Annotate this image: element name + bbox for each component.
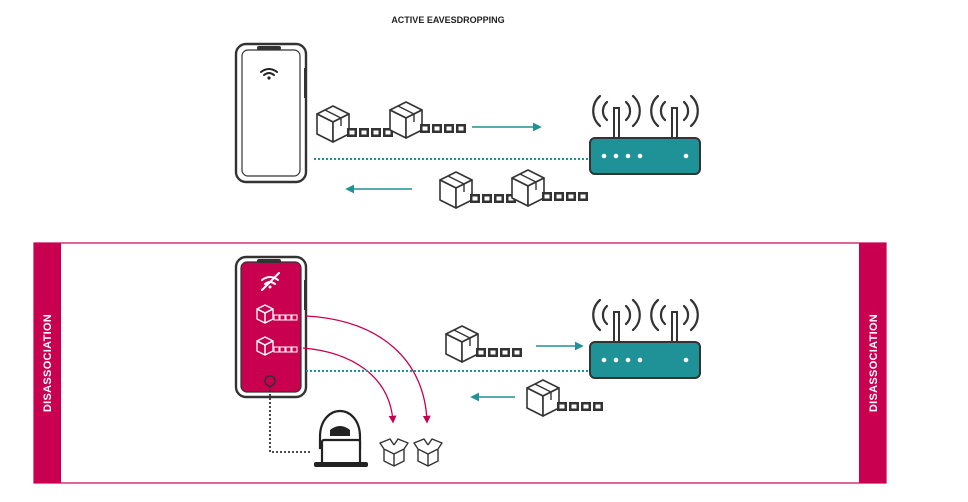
hacker-laptop-icon (314, 409, 368, 467)
smartphone-icon (234, 42, 308, 184)
smartphone-icon (234, 255, 308, 399)
wifi-router-icon (588, 94, 702, 176)
data-packet-icon (389, 101, 467, 139)
attacker-link (269, 386, 310, 453)
bottom-scene (234, 255, 702, 467)
data-packet-icon (439, 171, 517, 209)
disassociation-panel: DISASSOCIATION DISASSOCIATION (33, 242, 887, 484)
redirect-arrow (305, 315, 431, 424)
left-label-bar (34, 243, 61, 483)
right-label-bar (859, 243, 886, 483)
data-packet-icon (316, 105, 394, 143)
diagram-title: ACTIVE EAVESDROPPING (391, 15, 504, 25)
panel-label-right: DISASSOCIATION (868, 314, 880, 412)
panel-frame (33, 242, 887, 484)
wifi-off-icon (261, 272, 280, 291)
panel-label-left: DISASSOCIATION (42, 314, 54, 412)
wifi-icon (260, 68, 278, 80)
top-scene (234, 42, 702, 209)
data-packet-icon (511, 169, 589, 207)
redirect-arrow (302, 347, 397, 424)
